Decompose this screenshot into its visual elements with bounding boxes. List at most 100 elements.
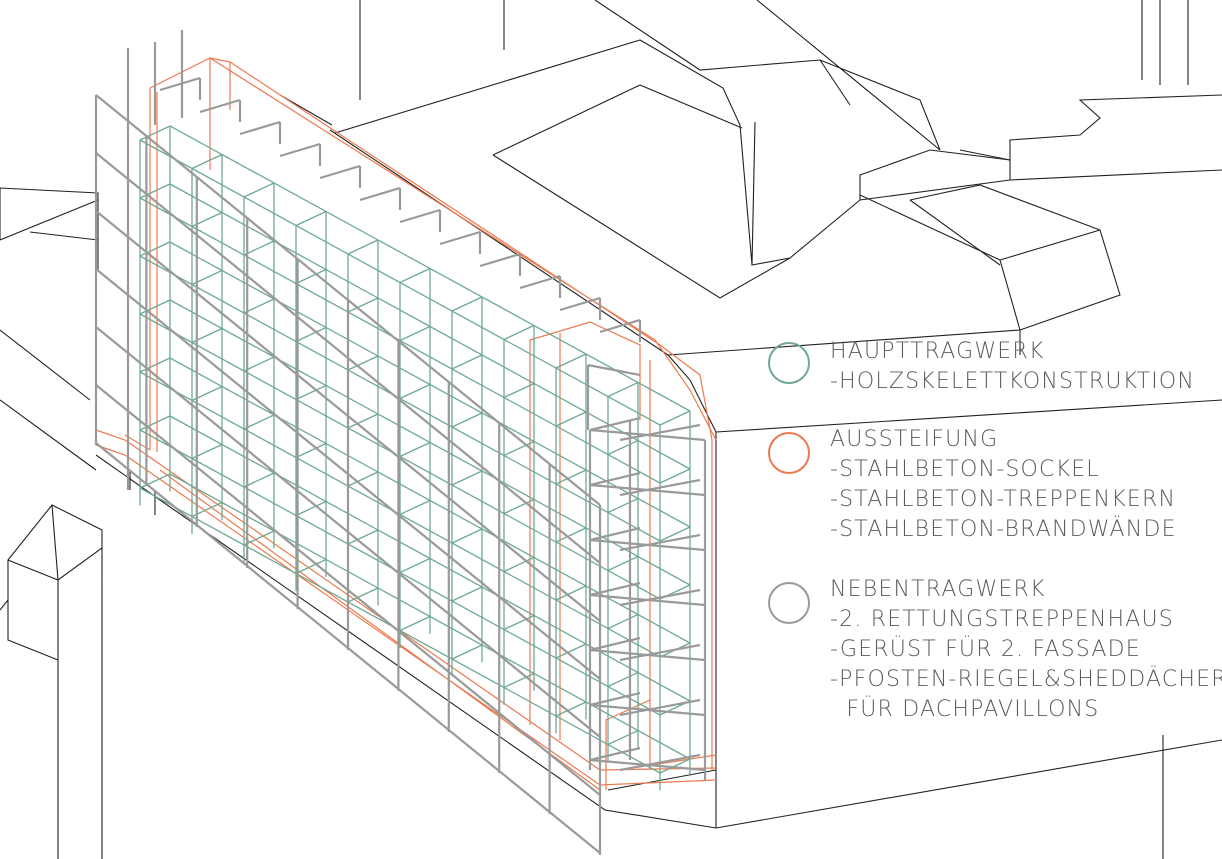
timber-joist [503, 498, 535, 515]
timber-joist [451, 644, 483, 660]
steel-stair-flight [619, 588, 701, 607]
steel-rail [95, 268, 601, 680]
timber-joist [451, 296, 483, 312]
steel-stair-landing [589, 526, 641, 542]
timber-joist [659, 526, 691, 542]
timber-joist [503, 556, 535, 573]
steel-frame [94, 30, 707, 855]
legend-title: NEBENTRAGWERK [830, 577, 1046, 602]
steel-rail [95, 152, 601, 564]
steel-rail [95, 326, 601, 738]
timber-joist [139, 125, 171, 141]
timber-joist [399, 325, 431, 342]
legend-line: -STAHLBETON-BRANDWÄNDE [830, 517, 1177, 542]
steel-rail [95, 210, 601, 622]
steel-stair-landing [589, 691, 641, 707]
octagonal-tower [0, 504, 103, 859]
steel-shed-rafter [599, 318, 641, 334]
timber-joist [399, 383, 431, 400]
steel-stair-flight [619, 753, 701, 772]
timber-joist [347, 413, 379, 429]
timber-joist [347, 587, 379, 603]
legend-title: AUSSTEIFUNG [830, 427, 999, 452]
timber-joist [503, 324, 535, 341]
timber-joist [139, 183, 171, 199]
steel-rail [95, 442, 601, 854]
timber-joist [451, 412, 483, 428]
steel-shed-rafter [359, 186, 401, 202]
legend-line: -STAHLBETON-TREPPENKERN [830, 487, 1177, 512]
main-roof-edge [279, 94, 1222, 859]
steel-rail [95, 94, 601, 506]
concrete-stair-core [529, 321, 717, 790]
timber-joist [555, 527, 587, 543]
timber-joist [347, 239, 379, 255]
timber-joist [399, 499, 431, 516]
timber-joist [451, 528, 483, 544]
timber-joist [607, 497, 639, 514]
timber-joist [347, 355, 379, 371]
legend-swatch-concrete [768, 432, 810, 474]
steel-shed-rafter [559, 296, 601, 312]
timber-joist [607, 381, 639, 398]
steel-stair-flight [619, 533, 701, 552]
timber-joist [243, 356, 275, 372]
steel-stair-landing [589, 636, 641, 652]
timber-joist [607, 671, 639, 688]
rear-building [359, 0, 1222, 161]
legend-line: FÜR DACHPAVILLONS [830, 697, 1100, 722]
timber-joist [555, 353, 587, 369]
timber-joist [295, 326, 327, 343]
timber-joist [295, 442, 327, 459]
legend-swatch-steel [768, 582, 810, 624]
timber-joist [503, 614, 535, 631]
steel-shed-rafter [159, 76, 201, 92]
left-neighbour-building [0, 187, 99, 471]
timber-joist [555, 411, 587, 427]
legend-line: -STAHLBETON-SOCKEL [830, 457, 1100, 482]
timber-joist [243, 240, 275, 256]
steel-stair-flight [619, 478, 701, 497]
timber-joist [659, 468, 691, 484]
timber-joist [555, 585, 587, 601]
steel-shed-rafter [199, 98, 241, 114]
steel-shed-rafter [279, 142, 321, 158]
steel-stair-flight [619, 698, 701, 717]
timber-joist [295, 210, 327, 227]
steel-stair-flight [619, 643, 701, 662]
steel-stair-flight [619, 423, 701, 442]
concrete-end-wall [605, 344, 713, 790]
timber-joist [243, 472, 275, 488]
timber-joist [139, 473, 171, 489]
timber-joist [503, 440, 535, 457]
timber-joist [347, 529, 379, 545]
concrete-firewall-left [124, 57, 231, 452]
steel-shed-rafter [319, 164, 361, 180]
timber-joist [295, 384, 327, 401]
timber-joist [399, 441, 431, 458]
timber-joist [399, 615, 431, 632]
steel-stair-top [587, 363, 641, 377]
timber-joist [243, 182, 275, 198]
steel-shed-rafter [479, 252, 521, 268]
timber-joist [347, 471, 379, 487]
steel-shed-rafter [439, 230, 481, 246]
steel-shed-rafter [399, 208, 441, 224]
steel-stair-landing [589, 416, 641, 432]
timber-joist [555, 643, 587, 659]
timber-joist [503, 382, 535, 399]
legend-line: -GERÜST FÜR 2. FASSADE [830, 637, 1141, 662]
timber-joist [555, 469, 587, 485]
shed-roof-block [859, 184, 1121, 355]
timber-joist [659, 758, 691, 774]
timber-joist [451, 470, 483, 486]
steel-shed-rafter [239, 120, 281, 136]
timber-joist [295, 268, 327, 285]
concrete-roof-band [209, 57, 717, 441]
timber-joist [243, 414, 275, 430]
timber-joist [399, 557, 431, 574]
timber-joist [503, 672, 535, 689]
timber-joist [295, 558, 327, 575]
timber-joist [243, 530, 275, 546]
